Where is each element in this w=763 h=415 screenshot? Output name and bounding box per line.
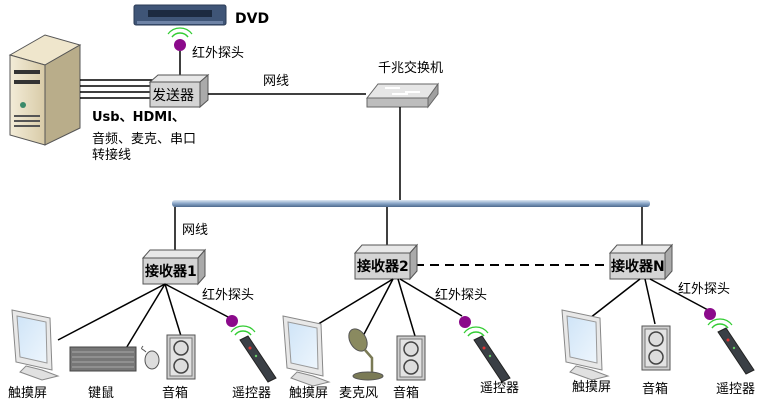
device-label: 音箱 (162, 385, 188, 401)
net-cable-label: 网线 (263, 74, 289, 89)
receiver-n-label: 接收器N (611, 258, 665, 275)
ir-probe-icon (704, 308, 716, 320)
receiver-1-ir-label: 红外探头 (202, 287, 254, 303)
speaker-icon (641, 325, 671, 371)
receiver-n: 接收器N (608, 243, 674, 281)
dvd-player-icon (133, 4, 227, 26)
cable-label-line1: Usb、HDMI、 (92, 110, 185, 125)
ir-signal-icon (463, 326, 489, 337)
receiver-2-ir-label: 红外探头 (435, 287, 487, 303)
cable-label-line3: 转接线 (92, 147, 131, 163)
remote-control-icon (717, 327, 755, 375)
ir-signal-icon (707, 318, 733, 329)
touchscreen-icon (11, 309, 59, 381)
gigabit-switch-icon (365, 82, 439, 109)
ir-signal-icon (230, 325, 256, 336)
device-label: 遥控器 (716, 382, 755, 397)
ir-probe-icon (459, 316, 471, 328)
keyboard-mouse-icon (69, 345, 160, 372)
remote-control-icon (239, 335, 277, 383)
bus-net-label: 网线 (182, 223, 208, 238)
dvd-label: DVD (235, 11, 269, 27)
receiver-1-label: 接收器1 (145, 263, 197, 280)
device-label: 音箱 (642, 381, 668, 397)
sender-label: 发送器 (152, 88, 194, 104)
speaker-icon (166, 334, 196, 380)
device-label: 触摸屏 (572, 380, 611, 395)
speaker-icon (396, 335, 426, 381)
device-label: 键鼠 (88, 386, 114, 401)
ir-signal-icon (167, 27, 193, 38)
av-cables (80, 79, 155, 99)
ir-probe-icon (226, 315, 238, 327)
cable-label-line2: 音频、麦克、串口 (92, 131, 196, 147)
device-label: 遥控器 (480, 381, 519, 396)
device-label: 音箱 (393, 385, 419, 401)
pc-tower-icon (8, 34, 82, 146)
microphone-icon (348, 328, 384, 381)
receiver-n-ir-label: 红外探头 (678, 281, 730, 297)
remote-control-icon (473, 335, 511, 383)
device-label: 触摸屏 (289, 386, 328, 401)
touchscreen-icon (561, 309, 609, 381)
network-backbone (172, 200, 650, 207)
device-label: 麦克风 (339, 386, 378, 401)
device-label: 遥控器 (232, 386, 271, 401)
device-label: 触摸屏 (8, 386, 47, 401)
receiver-1: 接收器1 (141, 248, 207, 286)
touchscreen-icon (282, 315, 330, 387)
receiver-2-label: 接收器2 (357, 258, 409, 275)
sender-box: 发送器 (148, 73, 210, 109)
sender-ir-label: 红外探头 (192, 45, 244, 61)
ir-probe-icon (174, 39, 186, 51)
switch-label: 千兆交换机 (378, 60, 443, 76)
receiver-2: 接收器2 (353, 243, 419, 281)
